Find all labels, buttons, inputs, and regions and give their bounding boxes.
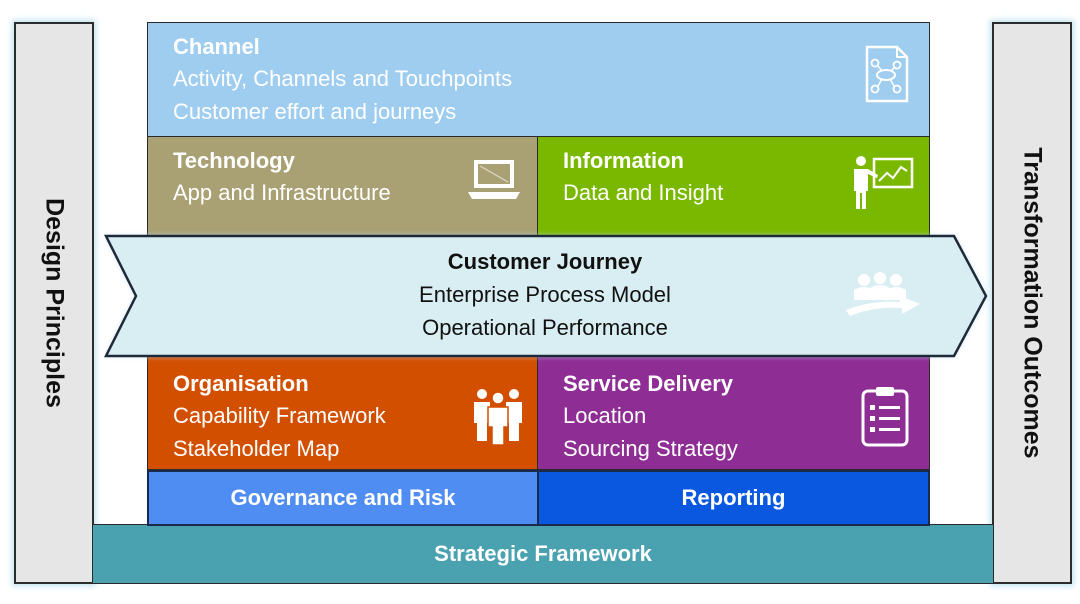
- team-arrow-icon: [846, 272, 920, 316]
- organisation-line-2: Stakeholder Map: [173, 436, 340, 461]
- clipboard-checklist-icon: [861, 387, 909, 447]
- service-delivery-line-1: Location: [563, 403, 647, 428]
- information-line-1: Data and Insight: [563, 180, 724, 205]
- channel-title: Channel: [173, 34, 260, 59]
- channel-block: Channel Activity, Channels and Touchpoin…: [147, 22, 930, 137]
- reporting-label: Reporting: [681, 485, 786, 510]
- journey-map-icon: [865, 45, 909, 103]
- service-delivery-block: Service Delivery Location Sourcing Strat…: [537, 352, 930, 470]
- customer-journey-text: Customer Journey Enterprise Process Mode…: [300, 246, 790, 344]
- strategic-framework-bar: Strategic Framework: [92, 524, 994, 584]
- people-group-icon: [474, 389, 522, 445]
- technology-title: Technology: [173, 148, 295, 173]
- presenter-chart-icon: [854, 156, 914, 209]
- channel-line-1: Activity, Channels and Touchpoints: [173, 66, 513, 91]
- transformation-outcomes-label: Transformation Outcomes: [1018, 147, 1047, 459]
- customer-journey-arrow: [103, 234, 988, 358]
- strategic-framework-label: Strategic Framework: [434, 541, 652, 566]
- information-title: Information: [563, 148, 684, 173]
- organisation-title: Organisation: [173, 371, 309, 396]
- customer-journey-line-1: Enterprise Process Model: [419, 282, 671, 307]
- design-principles-pillar: Design Principles: [14, 22, 94, 584]
- technology-line-1: App and Infrastructure: [173, 180, 391, 205]
- customer-journey-line-2: Operational Performance: [422, 315, 668, 340]
- organisation-line-1: Capability Framework: [173, 403, 386, 428]
- laptop-icon: [468, 160, 520, 199]
- customer-journey-title: Customer Journey: [447, 249, 643, 274]
- service-delivery-title: Service Delivery: [563, 371, 734, 396]
- governance-risk-bar: Governance and Risk: [147, 470, 539, 526]
- service-delivery-line-2: Sourcing Strategy: [563, 436, 738, 461]
- organisation-block: Organisation Capability Framework Stakeh…: [147, 352, 539, 470]
- governance-risk-label: Governance and Risk: [230, 485, 456, 510]
- transformation-outcomes-pillar: Transformation Outcomes: [992, 22, 1072, 584]
- design-principles-label: Design Principles: [40, 198, 69, 408]
- reporting-bar: Reporting: [537, 470, 930, 526]
- technology-block: Technology App and Infrastructure: [147, 136, 539, 236]
- channel-line-2: Customer effort and journeys: [173, 99, 457, 124]
- information-block: Information Data and Insight: [537, 136, 930, 236]
